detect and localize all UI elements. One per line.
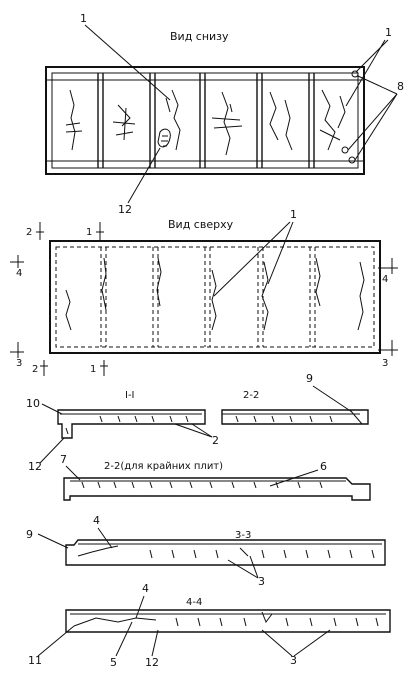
bottom-view-callouts: 1 1 8 12 — [80, 12, 404, 216]
callout-9-section-2: 9 — [306, 372, 313, 385]
callout-3-section-4: 3 — [290, 654, 297, 667]
mark-1-top: 1 — [86, 227, 92, 238]
callout-10: 10 — [26, 397, 40, 410]
callout-1-top: 1 — [80, 12, 87, 25]
callout-3-section-3: 3 — [258, 575, 265, 588]
mark-1-bottom: 1 — [90, 364, 96, 375]
callout-4-section-4: 4 — [142, 582, 149, 595]
mark-4-right: 4 — [382, 274, 388, 285]
title-section-4-4: 4-4 — [186, 597, 202, 608]
callout-12-section-1: 12 — [28, 460, 42, 473]
callout-12-section-4: 12 — [145, 656, 159, 669]
callout-11: 11 — [28, 654, 42, 667]
callout-6: 6 — [320, 460, 327, 473]
section-3-3 — [65, 539, 386, 566]
mark-2-top: 2 — [26, 227, 32, 238]
top-view-panel — [49, 240, 381, 354]
title-section-1-1: I-I — [125, 390, 135, 401]
title-section-3-3: 3-3 — [235, 530, 251, 541]
title-section-2-2: 2-2 — [243, 390, 259, 401]
section-marks-bottom: 3 2 1 3 — [10, 340, 398, 376]
section-2-2-edge — [63, 477, 371, 501]
mark-3-right: 3 — [382, 358, 388, 369]
mark-2-bottom: 2 — [32, 364, 38, 375]
section-4-4 — [65, 609, 391, 633]
bottom-view-panel — [45, 66, 365, 175]
title-top-view: Вид сверху — [168, 218, 234, 231]
section-1-1 — [57, 409, 206, 439]
callout-9-section-3: 9 — [26, 528, 33, 541]
callout-12-bottom-view: 12 — [118, 203, 132, 216]
top-view-callouts: 1 — [213, 208, 297, 297]
section-2-2 — [221, 409, 369, 425]
callout-1-top-view: 1 — [290, 208, 297, 221]
title-section-2-2-edge: 2-2(для крайних плит) — [104, 461, 223, 472]
callout-5: 5 — [110, 656, 117, 669]
callout-8: 8 — [397, 80, 404, 93]
callout-2: 2 — [212, 434, 219, 447]
callout-7: 7 — [60, 453, 67, 466]
callout-4-section-3: 4 — [93, 514, 100, 527]
callout-1-right: 1 — [385, 26, 392, 39]
mark-3-left: 3 — [16, 358, 22, 369]
section-marks-top: 2 1 4 4 — [10, 222, 398, 285]
mark-4-left: 4 — [16, 268, 22, 279]
title-bottom-view: Вид снизу — [170, 30, 229, 43]
